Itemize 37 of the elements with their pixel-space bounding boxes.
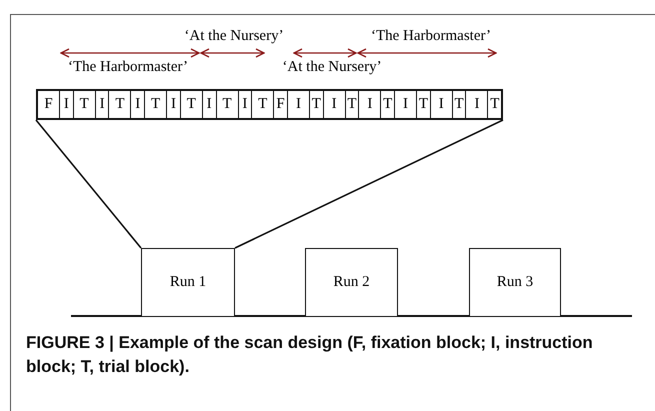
block-cell: I bbox=[130, 91, 144, 118]
run-box: Run 3 bbox=[469, 248, 561, 316]
block-cell: I bbox=[166, 91, 180, 118]
block-cell: I bbox=[59, 91, 73, 118]
zoom-line bbox=[35, 120, 142, 248]
block-cell: I bbox=[202, 91, 216, 118]
block-cell: T bbox=[344, 91, 358, 118]
block-cell: T bbox=[416, 91, 430, 118]
block-cell: I bbox=[286, 91, 309, 118]
block-cell: F bbox=[273, 91, 287, 118]
block-cell: T bbox=[216, 91, 238, 118]
block-cell: I bbox=[465, 91, 488, 118]
block-cell: T bbox=[452, 91, 466, 118]
block-cell: T bbox=[308, 91, 323, 118]
figure-caption: FIGURE 3 | Example of the scan design (F, fixation block; I, instruction block; T, trial block). bbox=[26, 332, 594, 378]
block-cell: T bbox=[180, 91, 202, 118]
block-cell: I bbox=[394, 91, 416, 118]
run-box: Run 1 bbox=[141, 248, 235, 316]
block-cell: T bbox=[251, 91, 274, 118]
block-cell: F bbox=[38, 91, 60, 118]
block-cell: T bbox=[72, 91, 95, 118]
block-cell: I bbox=[430, 91, 452, 118]
block-cell: T bbox=[380, 91, 394, 118]
segment-label: ‘At the Nursery’ bbox=[282, 60, 382, 75]
zoom-line bbox=[234, 119, 504, 249]
run-box: Run 2 bbox=[305, 248, 398, 316]
segment-label: ‘At the Nursery’ bbox=[184, 29, 284, 44]
block-sequence-bar bbox=[36, 89, 503, 120]
segment-label: ‘The Harbormaster’ bbox=[68, 60, 188, 75]
block-cell: T bbox=[487, 91, 502, 118]
block-cell: I bbox=[322, 91, 345, 118]
block-cell: T bbox=[144, 91, 166, 118]
block-cell: I bbox=[238, 91, 252, 118]
block-cell: T bbox=[108, 91, 130, 118]
segment-label: ‘The Harbormaster’ bbox=[370, 29, 492, 44]
block-cell: I bbox=[94, 91, 108, 118]
block-cell: I bbox=[358, 91, 380, 118]
